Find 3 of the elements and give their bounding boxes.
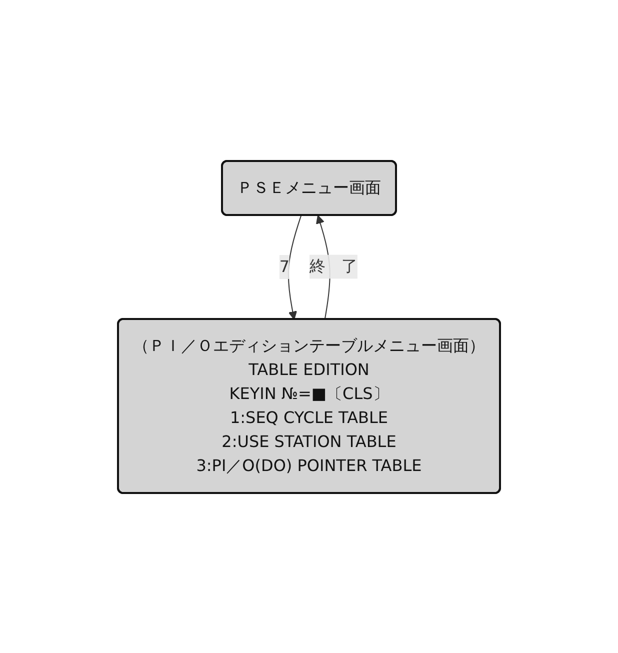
- edge-label: 終 了: [309, 256, 358, 276]
- arrow: [288, 214, 302, 320]
- edge-label: 7: [279, 256, 290, 276]
